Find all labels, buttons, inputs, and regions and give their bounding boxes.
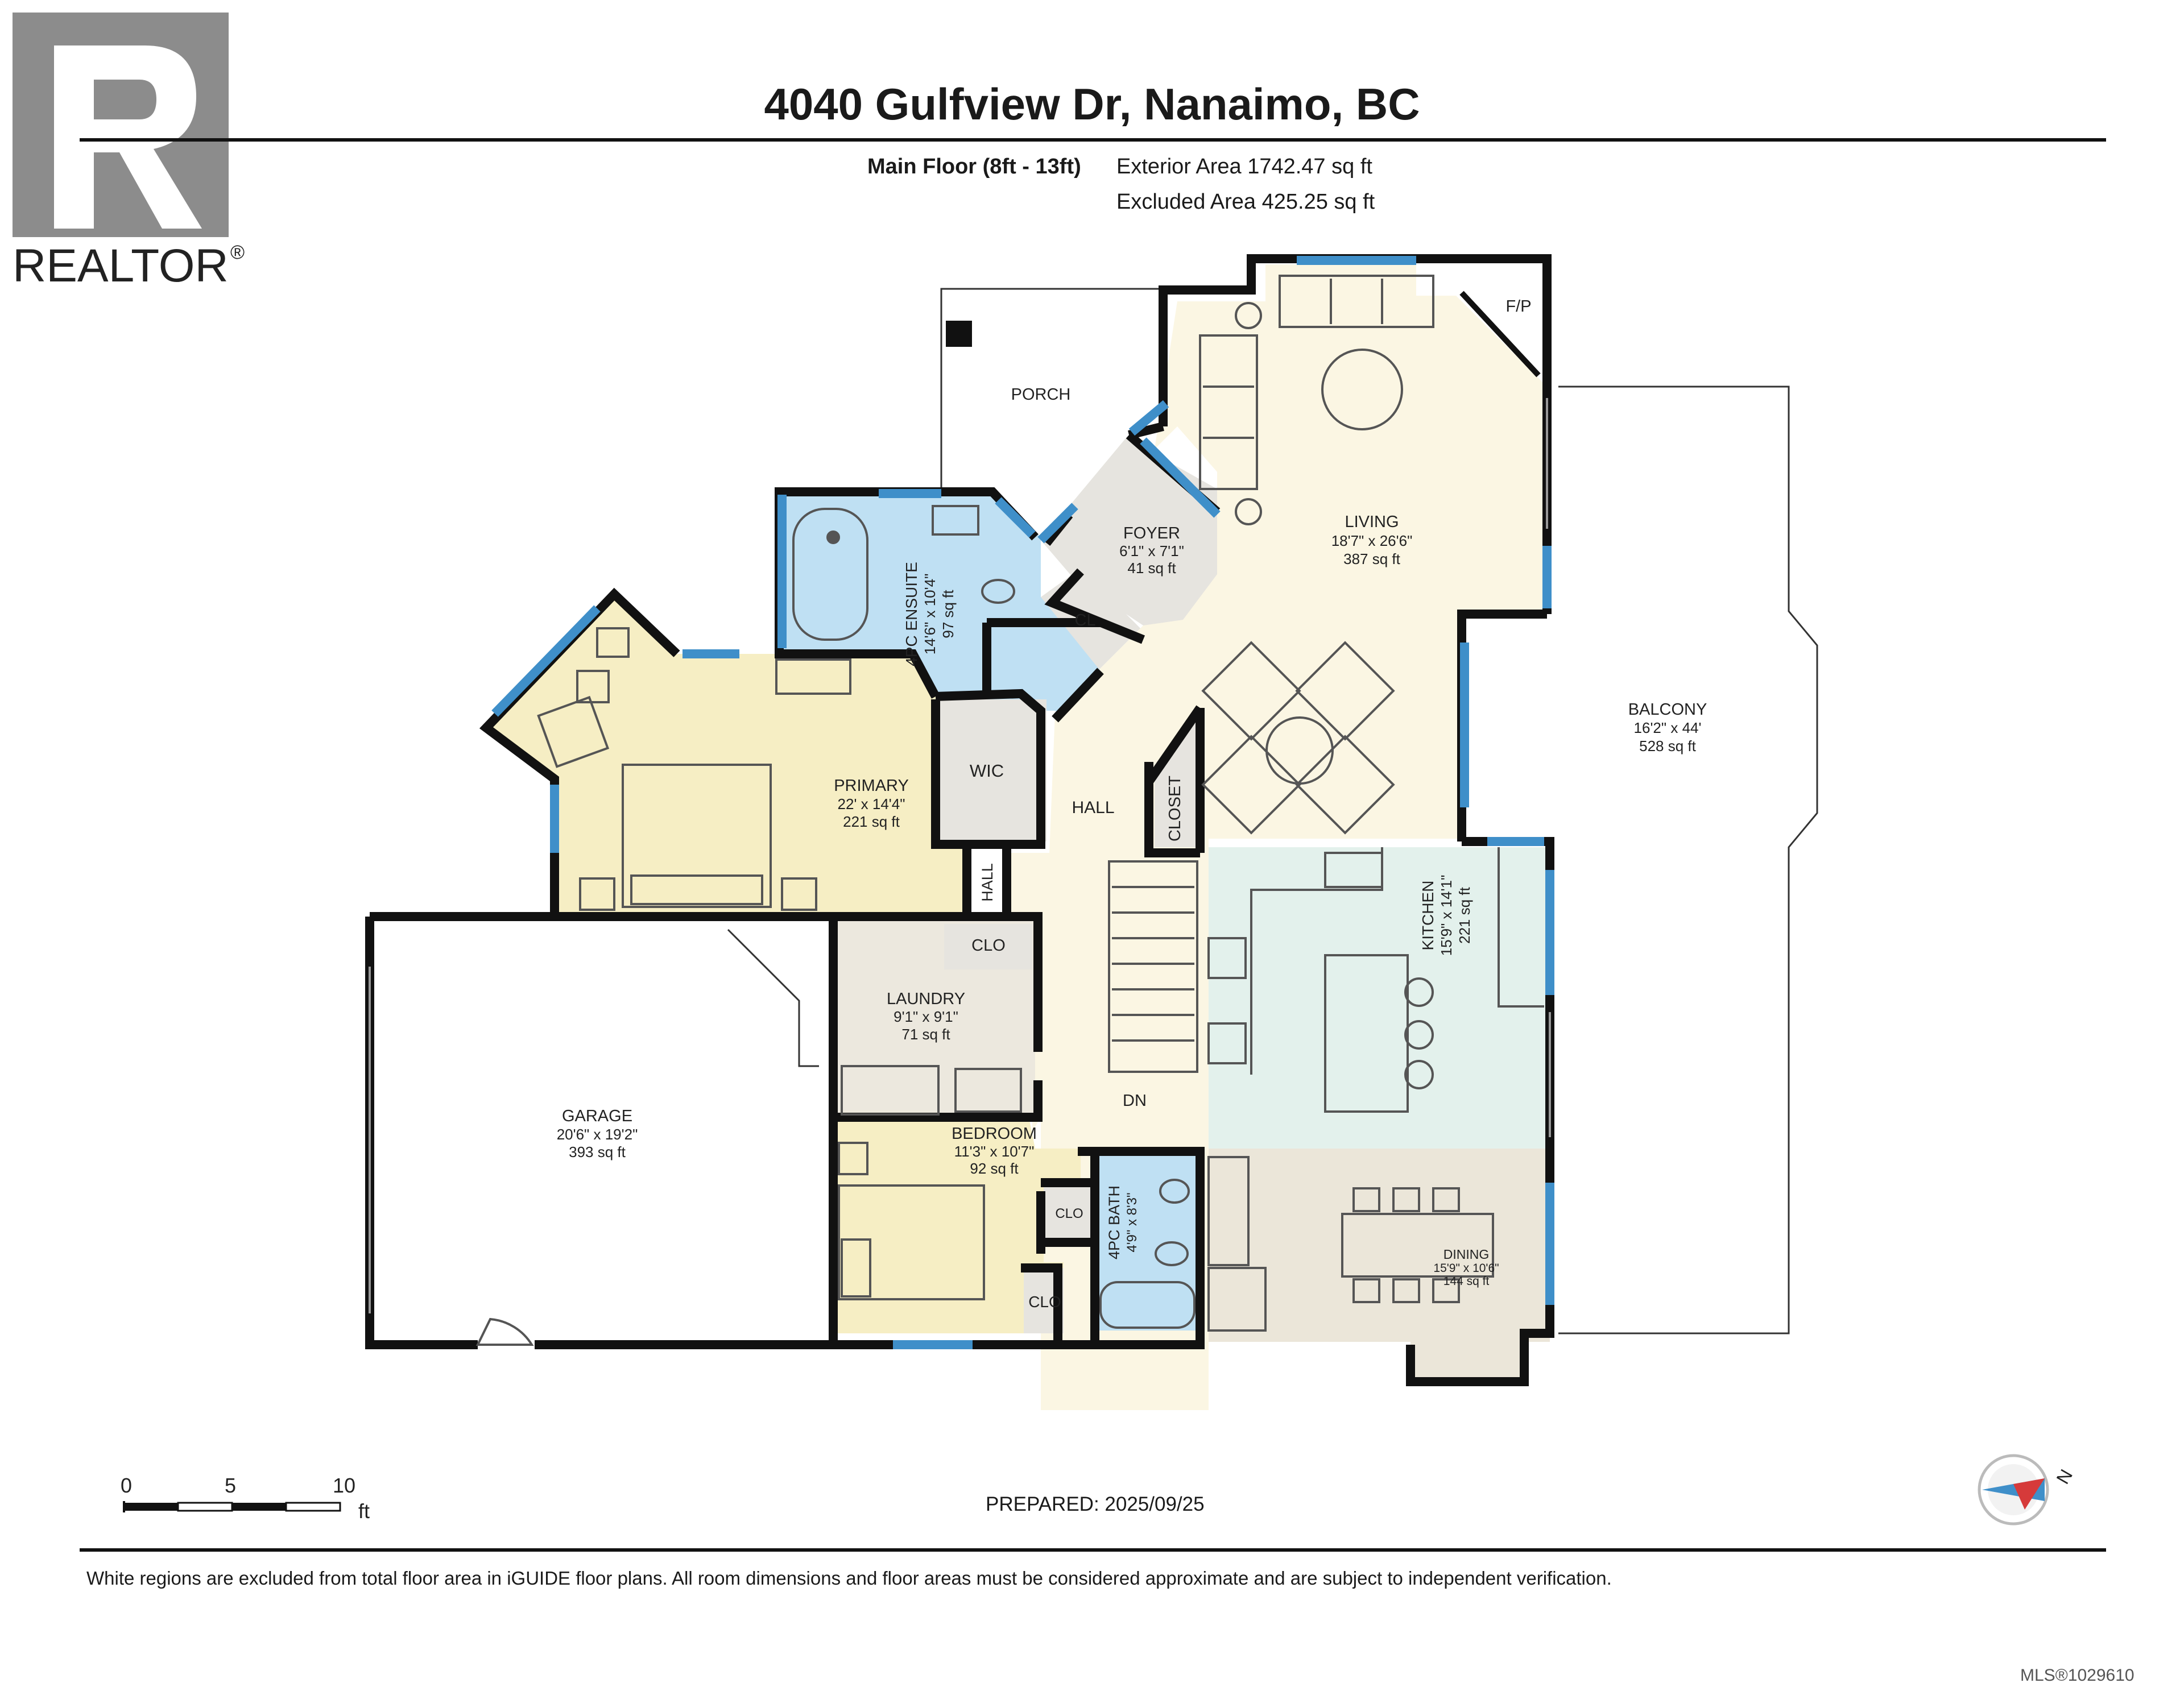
- scale-tick-5: 5: [225, 1474, 236, 1497]
- clo-bedroom-label: CLO: [1028, 1293, 1061, 1311]
- bedroom-fill: [836, 1120, 1081, 1333]
- closet-fill: [1155, 714, 1197, 847]
- kitchen-area: 221 sq ft: [1456, 886, 1473, 944]
- clo-bath-fill: [1044, 1186, 1092, 1240]
- scale-tick-10: 10: [333, 1474, 355, 1497]
- porch-label: PORCH: [1011, 386, 1071, 404]
- laundry-dims: 9'1" x 9'1": [894, 1008, 958, 1025]
- garage-dims: 20'6" x 19'2": [557, 1126, 638, 1143]
- laundry-label: LAUNDRY: [887, 990, 965, 1008]
- living-label: LIVING: [1345, 513, 1399, 531]
- ensuite-dims: 14'6" x 10'4": [921, 574, 938, 655]
- primary-area: 221 sq ft: [843, 813, 900, 830]
- living-fill: [1004, 264, 1547, 1410]
- ensuite-fill: [779, 492, 1101, 716]
- garage-notch: [727, 929, 819, 1067]
- garage-area: 393 sq ft: [569, 1143, 626, 1160]
- thin-lines: [369, 398, 1551, 1313]
- scale-bar: 0 5 10 ft: [121, 1474, 370, 1523]
- ensuite-label: 4PC ENSUITE: [903, 562, 920, 666]
- bath-dims: 4'9" x 8'3": [1124, 1193, 1140, 1253]
- clo-laundry-label: CLO: [971, 936, 1006, 955]
- living-dims: 18'7" x 26'6": [1331, 532, 1413, 549]
- dn-label: DN: [1123, 1092, 1147, 1110]
- bedroom-dims: 11'3" x 10'7": [954, 1143, 1035, 1160]
- laundry-fill: [836, 921, 1035, 1120]
- clo-bath-label: CLO: [1055, 1206, 1083, 1221]
- balcony-label: BALCONY: [1628, 701, 1707, 719]
- bath-label: 4PC BATH: [1106, 1186, 1123, 1259]
- bath-fill: [1095, 1151, 1197, 1330]
- floor-label-text: Main Floor (8ft - 13ft): [867, 155, 1081, 179]
- scale-unit: ft: [358, 1499, 370, 1523]
- fp-label: F/P: [1505, 297, 1531, 316]
- clo-laundry-fill: [944, 924, 1032, 969]
- ensuite-area: 97 sq ft: [940, 590, 957, 639]
- bedroom-label: BEDROOM: [952, 1125, 1037, 1143]
- realtor-logo: REALTOR ®: [13, 13, 245, 292]
- realtor-wordmark: REALTOR: [13, 240, 229, 292]
- foyer-label: FOYER: [1123, 524, 1180, 542]
- porch-post: [946, 321, 972, 347]
- room-fills: [486, 264, 1550, 1410]
- furniture: [475, 275, 1544, 1346]
- page-title: 4040 Gulfview Dr, Nanaimo, BC: [764, 79, 1420, 129]
- balcony-outline: [1558, 386, 1818, 1334]
- primary-fill: [486, 594, 970, 915]
- foyer-dims: 6'1" x 7'1": [1119, 542, 1184, 559]
- living-area: 387 sq ft: [1343, 550, 1401, 567]
- excluded-area: Excluded Area 425.25 sq ft: [1116, 190, 1375, 214]
- primary-label: PRIMARY: [834, 777, 909, 795]
- dining-label: DINING: [1443, 1247, 1490, 1262]
- kitchen-label: KITCHEN: [1419, 881, 1437, 951]
- primary-dims: 22' x 14'4": [838, 795, 905, 813]
- disclaimer: White regions are excluded from total fl…: [86, 1568, 1612, 1589]
- cl-label: CL: [1074, 611, 1095, 629]
- mls-number: MLS®1029610: [2020, 1666, 2135, 1685]
- room-labels: PORCH F/P LIVING 18'7" x 26'6" 387 sq ft…: [557, 297, 1707, 1311]
- kitchen-fill: [1209, 847, 1550, 1149]
- dining-area: 144 sq ft: [1443, 1275, 1490, 1288]
- hall-label: HALL: [1072, 798, 1114, 817]
- garage-label: GARAGE: [562, 1107, 632, 1125]
- closet-label: CLOSET: [1166, 776, 1184, 842]
- porch-outline: [940, 288, 1160, 492]
- compass-icon: N: [1978, 1454, 2077, 1526]
- wic-fill: [938, 699, 1046, 842]
- excluded-areas: [727, 288, 1818, 1334]
- bedroom-area: 92 sq ft: [970, 1160, 1019, 1177]
- windows: [491, 256, 1554, 1349]
- scale-tick-0: 0: [121, 1474, 132, 1497]
- registered-mark: ®: [230, 242, 245, 263]
- hall-small-label: HALL: [979, 863, 996, 902]
- dining-fill: [1209, 1149, 1550, 1382]
- footer-rule: [80, 1548, 2106, 1552]
- prepared-date: PREPARED: 2025/09/25: [986, 1493, 1205, 1515]
- floor-label: Main Floor (8ft - 13ft): [867, 155, 1081, 179]
- kitchen-dims: 15'9" x 14'1": [1438, 875, 1455, 956]
- compass-north-label: N: [2052, 1466, 2077, 1487]
- laundry-area: 71 sq ft: [901, 1026, 950, 1043]
- foyer-area: 41 sq ft: [1127, 559, 1176, 577]
- exterior-area: Exterior Area 1742.47 sq ft: [1116, 155, 1372, 179]
- balcony-dims: 16'2" x 44': [1634, 719, 1702, 736]
- wic-label: WIC: [970, 761, 1004, 781]
- dining-dims: 15'9" x 10'6": [1433, 1262, 1499, 1275]
- balcony-area: 528 sq ft: [1639, 737, 1697, 755]
